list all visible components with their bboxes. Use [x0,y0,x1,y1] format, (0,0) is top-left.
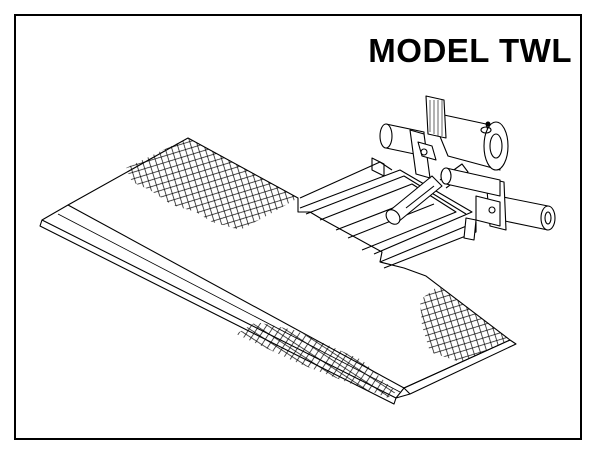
model-title: MODEL TWL [368,32,572,69]
mount-brackets [379,123,556,241]
hatch-back [126,138,298,230]
lift-arms [299,157,477,269]
hatch-front-right [420,286,510,362]
motor-pump-unit [425,95,509,171]
platform [39,137,517,405]
hatch-front-left [236,322,396,398]
